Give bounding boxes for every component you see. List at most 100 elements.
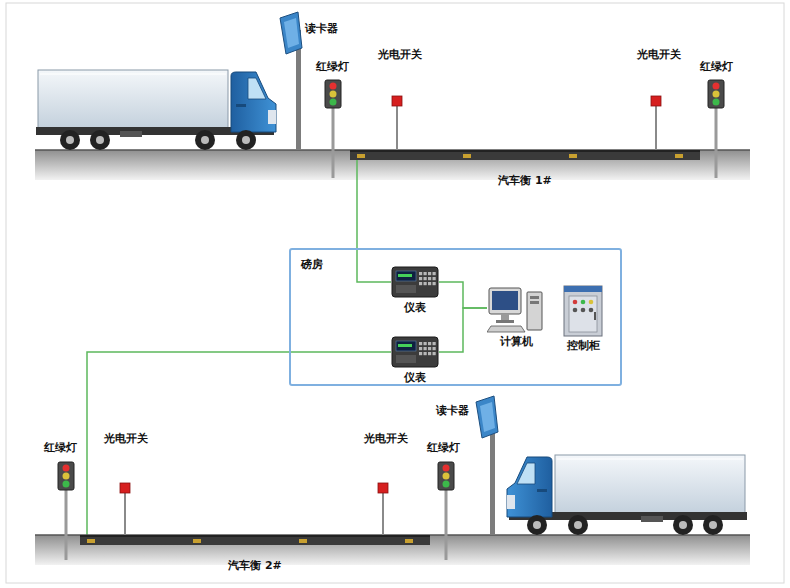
instrument-key [433,342,436,345]
signal-wire [439,308,487,352]
load-cell [569,154,577,158]
instrument-key [424,272,427,275]
traffic-light [708,80,724,178]
truck [36,70,276,150]
monitor-screen [492,291,518,310]
weigh-room: 磅房仪表仪表计算机控制柜 [289,248,622,386]
traffic-light [58,462,74,560]
instrument-key [433,352,436,355]
instrument-key [424,282,427,285]
traffic-light [325,80,341,178]
instrument-key [428,282,431,285]
node-label: 汽车衡 1# [350,160,700,187]
node-label: 控制柜 [561,339,605,352]
load-cell [463,154,471,158]
weighbridge: 汽车衡 1# [350,150,700,191]
instrument-panel [396,355,416,363]
scale-platform [80,535,430,545]
instrument-key [433,347,436,350]
instrument-key [419,347,422,350]
instrument-key [433,277,436,280]
callout-label: 红绿灯 [427,441,460,454]
photoelectric-switch [378,483,388,537]
instrument-icon [391,334,439,370]
signal-wire [357,191,391,282]
instrument-key [428,342,431,345]
traffic-light [438,462,454,560]
instrument-key [424,277,427,280]
load-cell [357,154,365,158]
keyboard [487,326,525,332]
instrument-key [433,272,436,275]
callout-label: 光电开关 [637,48,681,61]
weighbridge: 汽车衡 2# [80,535,430,576]
callout-label: 红绿灯 [316,60,349,73]
room-heading: 磅房 [291,250,620,271]
cabinet-door [569,296,597,332]
switch-knob [581,308,586,313]
node-label: 仪表 [391,371,439,384]
instrument-key [419,272,422,275]
load-cell [193,539,201,543]
instrument-key [419,352,422,355]
load-cell [405,539,413,543]
instrument-body [392,337,438,367]
node-label: 仪表 [391,301,439,314]
instrument-key [424,342,427,345]
card-reader [476,396,498,535]
instrument-digits [398,274,412,277]
switch-knob [589,308,594,313]
photoelectric-switch [651,96,661,150]
card-reader [280,12,302,150]
callout-label: 光电开关 [364,432,408,445]
instrument-key [428,352,431,355]
road [35,535,750,565]
computer-node: 计算机 [487,286,545,348]
indicator-lamp [581,300,586,305]
instrument-body [392,267,438,297]
cabinet-icon [561,284,605,338]
instrument-panel [396,285,416,293]
scale-platform [350,150,700,160]
instrument-screen [396,341,416,351]
instrument-key [428,277,431,280]
instrument-key [428,347,431,350]
callout-label: 读卡器 [305,22,338,35]
node-label: 汽车衡 2# [80,545,430,572]
callout-label: 红绿灯 [700,60,733,73]
signal-wire [439,282,487,308]
instrument-node: 仪表 [391,334,439,384]
instrument-key [433,282,436,285]
instrument-icon [391,264,439,300]
monitor-stand [501,314,509,320]
signal-wire [356,160,358,191]
cabinet-top [564,286,602,292]
computer-tower [527,292,542,330]
indicator-lamp [589,300,594,305]
photoelectric-switch [120,483,130,537]
load-cell [87,539,95,543]
monitor-base [496,320,514,323]
instrument-key [419,277,422,280]
node-label: 计算机 [487,335,545,348]
monitor [489,288,521,314]
switch-knob [573,308,578,313]
computer-icon [487,286,545,334]
signal-wire [87,352,391,535]
callout-label: 光电开关 [104,432,148,445]
load-cell [299,539,307,543]
instrument-key [419,282,422,285]
callout-label: 红绿灯 [44,441,77,454]
instrument-key [424,347,427,350]
load-cell [675,154,683,158]
cabinet-body [564,286,602,336]
indicator-lamp [573,300,578,305]
frame [6,3,784,583]
cabinet-handle [594,312,596,320]
drive-bay [530,301,539,304]
road [35,150,750,180]
instrument-key [424,352,427,355]
photoelectric-switch [392,96,402,150]
instrument-screen [396,271,416,281]
cabinet-node: 控制柜 [561,284,605,352]
